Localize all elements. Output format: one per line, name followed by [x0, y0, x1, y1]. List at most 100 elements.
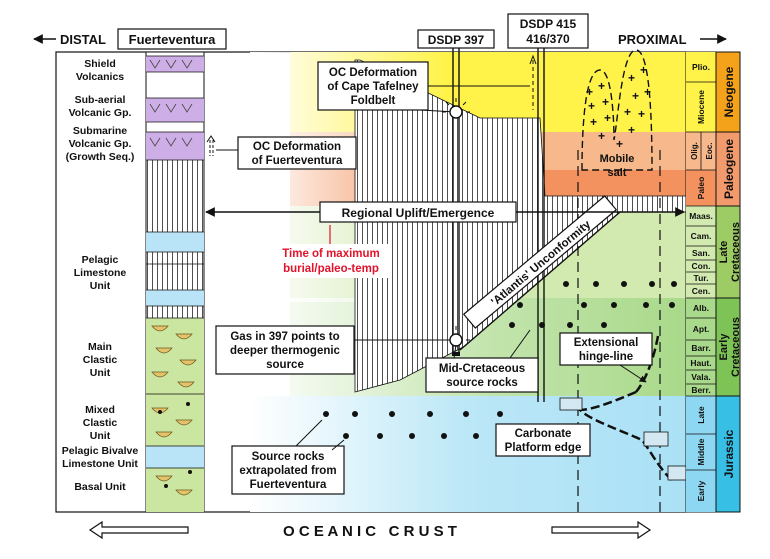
- region-box: [117, 28, 227, 50]
- dsdp415-label: DSDP 415: [520, 17, 577, 31]
- svg-text:Volcanic Gp.: Volcanic Gp.: [69, 107, 132, 119]
- svg-text:Barr.: Barr.: [691, 343, 710, 353]
- header: DISTAL Fuerteventura PROXIMAL DSDP 397 D…: [33, 13, 727, 50]
- svg-text:Submarine: Submarine: [73, 125, 127, 137]
- mobile-salt: [581, 49, 653, 171]
- svg-text:+: +: [598, 129, 605, 143]
- period-column: Neogene Paleogene Late Cretaceous Early …: [715, 51, 742, 513]
- dashed-verticals: [577, 150, 661, 512]
- carbonate-callout: Carbonate Platform edge: [495, 423, 591, 457]
- svg-text:Haut.: Haut.: [690, 358, 711, 368]
- svg-text:Apt.: Apt.: [693, 324, 710, 334]
- dsdp397-label: DSDP 397: [428, 33, 485, 47]
- svg-text:Clastic: Clastic: [83, 354, 118, 366]
- source-rock-dots: [323, 281, 677, 439]
- svg-text:Platform edge: Platform edge: [505, 442, 582, 454]
- svg-text:Eoc.: Eoc.: [705, 143, 714, 160]
- svg-text:of Cape Tafelney: of Cape Tafelney: [327, 81, 419, 93]
- mobile-salt-label: Mobile: [600, 153, 635, 165]
- dsdp415-well: [529, 48, 545, 402]
- svg-text:San.: San.: [692, 248, 710, 258]
- svg-text:+: +: [638, 107, 645, 121]
- svg-text:extrapolated from: extrapolated from: [239, 465, 336, 477]
- source-rocks-callout: Source rocks extrapolated from Fuerteven…: [231, 419, 345, 495]
- svg-text:+: +: [586, 85, 593, 99]
- svg-text:Neogene: Neogene: [722, 66, 736, 117]
- svg-text:Berr.: Berr.: [691, 385, 710, 395]
- svg-text:Pelagic Bivalve: Pelagic Bivalve: [62, 445, 139, 457]
- svg-text:Sub-aerial: Sub-aerial: [75, 94, 126, 106]
- region-label: Fuerteventura: [129, 32, 216, 47]
- svg-text:Regional Uplift/Emergence: Regional Uplift/Emergence: [342, 206, 495, 220]
- svg-text:Basal Unit: Basal Unit: [74, 481, 126, 493]
- svg-text:Middle: Middle: [696, 438, 706, 465]
- svg-text:+: +: [628, 71, 635, 85]
- svg-text:Cam.: Cam.: [691, 231, 712, 241]
- hinge-line: [635, 335, 660, 393]
- svg-text:Vala.: Vala.: [691, 372, 710, 382]
- svg-text:Volcanic Gp.: Volcanic Gp.: [69, 138, 132, 150]
- oc-cape-tafelney-callout: OC Deformation of Cape Tafelney Foldbelt: [317, 61, 530, 119]
- oc-fuerteventura-callout: OC Deformation of Fuerteventura: [206, 135, 357, 170]
- svg-text:Unit: Unit: [90, 280, 111, 292]
- svg-text:+: +: [598, 79, 605, 93]
- svg-text:of Fuerteventura: of Fuerteventura: [252, 155, 343, 167]
- distal-label: DISTAL: [60, 32, 106, 47]
- regional-uplift: Regional Uplift/Emergence: [205, 201, 685, 223]
- svg-text:+: +: [640, 63, 647, 77]
- svg-text:Unit: Unit: [90, 430, 111, 442]
- svg-text:O C E A N I C C R U S T: O C E A N I C C R U S T: [283, 523, 457, 540]
- svg-text:+: +: [624, 105, 631, 119]
- svg-text:+: +: [632, 89, 639, 103]
- svg-text:Jurassic: Jurassic: [722, 429, 736, 478]
- unit-labels: Shield Volcanics Sub-aerial Volcanic Gp.…: [62, 58, 139, 493]
- svg-text:(Growth Seq.): (Growth Seq.): [66, 151, 135, 163]
- svg-text:Mid-Cretaceous: Mid-Cretaceous: [439, 363, 525, 375]
- svg-text:+: +: [604, 111, 611, 125]
- svg-text:+: +: [644, 85, 651, 99]
- svg-text:Carbonate: Carbonate: [515, 428, 572, 440]
- svg-text:hinge-line: hinge-line: [579, 351, 633, 363]
- svg-text:Fuerteventura: Fuerteventura: [250, 479, 327, 491]
- svg-text:Late: Late: [718, 241, 730, 264]
- svg-text:Time of maximum: Time of maximum: [282, 248, 380, 260]
- svg-text:Cen.: Cen.: [692, 286, 710, 296]
- hinge-line-callout: Extensional hinge-line: [559, 332, 653, 383]
- svg-text:Clastic: Clastic: [83, 417, 118, 429]
- svg-text:Paleogene: Paleogene: [722, 139, 736, 199]
- carbonate-platform-edge: [576, 390, 673, 481]
- svg-text:+: +: [602, 95, 609, 109]
- svg-text:Tur.: Tur.: [694, 273, 709, 283]
- fuerteventura-column: [145, 51, 205, 513]
- salt-crosses: +++ +++ +++ +++ +++: [586, 63, 651, 151]
- svg-text:Maas.: Maas.: [689, 211, 713, 221]
- dsdp415-box: [507, 13, 589, 49]
- dsdp416-label: 416/370: [526, 32, 570, 46]
- svg-text:Con.: Con.: [692, 261, 711, 271]
- svg-text:+: +: [588, 99, 595, 113]
- carbonate-blocks: [559, 397, 689, 481]
- dsdp397-box: [417, 29, 495, 49]
- svg-text:+: +: [616, 137, 623, 151]
- svg-text:Late: Late: [696, 406, 706, 424]
- svg-text:Limestone: Limestone: [74, 267, 127, 279]
- svg-text:burial/paleo-temp: burial/paleo-temp: [283, 263, 379, 275]
- svg-text:source rocks: source rocks: [446, 377, 518, 389]
- svg-text:Extensional: Extensional: [574, 337, 639, 349]
- svg-text:OC Deformation: OC Deformation: [329, 67, 417, 79]
- svg-text:Cretaceous: Cretaceous: [730, 317, 742, 377]
- svg-text:deeper thermogenic: deeper thermogenic: [230, 345, 341, 357]
- svg-text:Unit: Unit: [90, 367, 111, 379]
- svg-text:Early: Early: [696, 480, 706, 501]
- svg-text:OC Deformation: OC Deformation: [253, 141, 341, 153]
- salt-label: salt: [608, 167, 627, 179]
- svg-text:Source rocks: Source rocks: [252, 451, 325, 463]
- svg-text:Paleo: Paleo: [696, 177, 706, 200]
- svg-text:+: +: [590, 115, 597, 129]
- svg-text:Main: Main: [88, 341, 112, 353]
- proximal-label: PROXIMAL: [618, 32, 687, 47]
- svg-text:Miocene: Miocene: [696, 90, 706, 124]
- svg-text:Foldbelt: Foldbelt: [351, 95, 396, 107]
- mid-cretaceous-callout: Mid-Cretaceous source rocks: [425, 329, 539, 393]
